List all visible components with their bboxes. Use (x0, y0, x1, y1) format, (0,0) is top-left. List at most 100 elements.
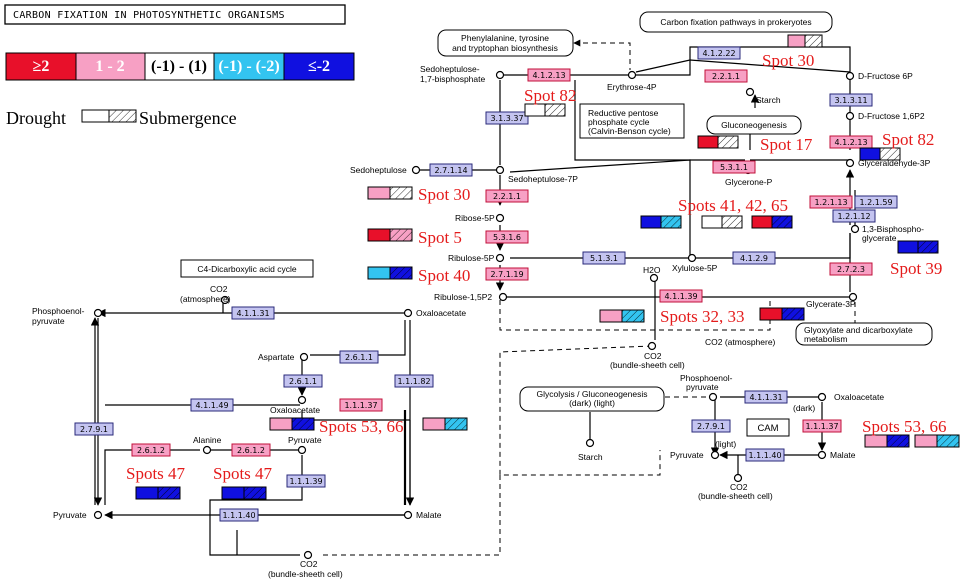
legend-submergence-label: Submergence (139, 108, 237, 128)
enzyme-4-1-2-9[interactable]: 4.1.2.9 (732, 251, 776, 265)
cpd-sedoheptulose-bp-2: 1,7-bisphosphate (420, 74, 485, 84)
enzyme-2-7-1-19[interactable]: 2.7.1.19 (485, 267, 529, 281)
cpd-bpg-2: glycerate (862, 233, 897, 243)
cpd-pyruvate-right: Pyruvate (670, 450, 704, 460)
prokaryotes-box[interactable] (639, 11, 833, 33)
submergence-hatch (771, 215, 793, 229)
enzyme-1-1-1-37-b[interactable]: 1.1.1.37 (802, 419, 842, 433)
enzyme-2-6-1-1-b[interactable]: 2.6.1.1 (283, 374, 323, 388)
spot-label-41-42-65: Spots 41, 42, 65 (678, 196, 788, 215)
drought-swatch (897, 240, 919, 254)
cpd-co2-bundle-bottom-1: CO2 (300, 559, 318, 569)
glyoxylate-box[interactable] (795, 322, 933, 346)
svg-text:2.7.2.3: 2.7.2.3 (837, 265, 865, 274)
cpd-malate-left: Malate (416, 510, 442, 520)
enzyme-5-1-3-1[interactable]: 5.1.3.1 (582, 251, 626, 265)
svg-text:2.7.1.19: 2.7.1.19 (490, 270, 523, 279)
svg-text:2.2.1.1: 2.2.1.1 (712, 72, 740, 81)
cpd-co2-atm-2: (atmosphere) (180, 294, 231, 304)
drought-swatch (367, 266, 391, 280)
enzyme-2-2-1-1-a[interactable]: 2.2.1.1 (704, 69, 748, 83)
submergence-hatch (917, 240, 939, 254)
cpd-dark: (dark) (793, 403, 815, 413)
drought-swatch (599, 309, 623, 323)
gluconeogenesis-box[interactable] (706, 115, 802, 135)
pathway-boxes: Phenylalanine, tyrosine and tryptophan b… (180, 11, 933, 437)
enzyme-1-2-1-59[interactable]: 1.2.1.59 (854, 195, 898, 209)
expression-pair-spots41-b (701, 215, 743, 229)
enzyme-1-1-1-82[interactable]: 1.1.1.82 (394, 374, 434, 388)
enzyme-4-1-1-39[interactable]: 4.1.1.39 (659, 289, 703, 303)
cpd-pyruvate-mid: Pyruvate (288, 435, 322, 445)
svg-text:4.1.2.9: 4.1.2.9 (740, 254, 768, 263)
submergence-hatch (879, 147, 901, 161)
enzyme-2-7-9-1-a[interactable]: 2.7.9.1 (74, 422, 114, 436)
enzyme-2-7-2-3[interactable]: 2.7.2.3 (829, 262, 873, 276)
enzyme-1-1-1-40-b[interactable]: 1.1.1.40 (745, 448, 785, 462)
svg-text:1.2.1.59: 1.2.1.59 (859, 198, 892, 207)
prokaryotes-label: Carbon fixation pathways in prokeryotes (660, 17, 811, 27)
enzyme-4-1-1-31-b[interactable]: 4.1.1.31 (744, 390, 788, 404)
drought-swatch (422, 417, 446, 431)
svg-text:2.7.1.14: 2.7.1.14 (434, 166, 467, 175)
expression-pair-spots5366-left-a (269, 417, 315, 431)
spot-label-53-66-right: Spots 53, 66 (862, 417, 947, 436)
enzyme-1-1-1-37-a[interactable]: 1.1.1.37 (339, 398, 383, 412)
enzyme-4-1-1-49[interactable]: 4.1.1.49 (190, 398, 234, 412)
enzyme-4-1-2-13-a[interactable]: 4.1.2.13 (527, 68, 571, 82)
expression-pairs (135, 34, 960, 500)
submergence-hatch (936, 434, 960, 448)
cpd-co2-bundle-bottom-2: (bundle-sheeth cell) (268, 569, 343, 579)
enzyme-1-1-1-40-a[interactable]: 1.1.1.40 (219, 508, 259, 522)
glycolysis-box[interactable] (519, 386, 665, 412)
enzyme-5-3-1-6[interactable]: 5.3.1.6 (485, 230, 529, 244)
glyoxylate-line1: Glyoxylate and dicarboxylate (804, 325, 913, 335)
enzyme-5-3-1-1[interactable]: 5.3.1.1 (712, 160, 756, 174)
cpd-ribulose15p2: Ribulose-1,5P2 (434, 292, 492, 302)
legend-drought-swatch (81, 109, 110, 123)
enzyme-1-2-1-12[interactable]: 1.2.1.12 (832, 209, 876, 223)
spot-label-53-66-left: Spots 53, 66 (319, 417, 404, 436)
enzyme-2-6-1-2-a[interactable]: 2.6.1.2 (131, 443, 171, 457)
enzyme-2-7-1-14[interactable]: 2.7.1.14 (429, 163, 473, 177)
submergence-hatch (243, 486, 267, 500)
enzyme-4-1-2-22[interactable]: 4.1.2.22 (697, 46, 741, 60)
cpd-co2-atm-1: CO2 (210, 284, 228, 294)
cpd-oxaloacetate-right: Oxaloacetate (834, 392, 884, 402)
expression-pair-spot40 (367, 266, 413, 280)
drought-swatch (914, 434, 938, 448)
glycolysis-line2: (dark) (light) (569, 398, 615, 408)
enzyme-2-6-1-1-a[interactable]: 2.6.1.1 (339, 350, 379, 364)
scale-label-4: (-1) - (-2) (218, 58, 279, 75)
svg-text:1.1.1.37: 1.1.1.37 (805, 422, 838, 431)
enzyme-2-6-1-2-b[interactable]: 2.6.1.2 (231, 443, 271, 457)
cpd-ribulose5p: Ribulose-5P (448, 253, 495, 263)
enzyme-3-1-3-11[interactable]: 3.1.3.11 (829, 93, 873, 107)
drought-swatch (759, 307, 783, 321)
drought-swatch (367, 228, 391, 242)
enzyme-2-7-9-1-b[interactable]: 2.7.9.1 (691, 419, 731, 433)
expression-pair-spots47-a (135, 486, 181, 500)
enzyme-4-1-2-13-b[interactable]: 4.1.2.13 (829, 135, 873, 149)
scale-swatch-4 (213, 52, 285, 81)
enzyme-3-1-3-37[interactable]: 3.1.3.37 (485, 111, 529, 125)
cpd-alanine: Alanine (193, 435, 222, 445)
enzyme-1-1-1-39[interactable]: 1.1.1.39 (286, 474, 326, 488)
cpd-pyruvate-left: Pyruvate (53, 510, 87, 520)
svg-text:4.1.1.39: 4.1.1.39 (664, 292, 697, 301)
legend-submergence-swatch (108, 109, 137, 123)
cpd-erythrose4p: Erythrose-4P (607, 82, 657, 92)
expression-pair-spot39 (897, 240, 939, 254)
compounds: Sedoheptulose- 1,7-bisphosphate Erythros… (32, 64, 931, 579)
cpd-pep-left-1: Phosphoenol- (32, 306, 85, 316)
submergence-hatch (781, 307, 805, 321)
expression-pair-spot82-right (859, 147, 901, 161)
scale-label-1: ≥2 (33, 58, 50, 75)
submergence-hatch (157, 486, 181, 500)
svg-text:1.2.1.12: 1.2.1.12 (837, 212, 870, 221)
enzyme-2-2-1-1-b[interactable]: 2.2.1.1 (485, 189, 529, 203)
enzyme-1-2-1-13[interactable]: 1.2.1.13 (809, 195, 853, 209)
expression-pair-spots47-b (221, 486, 267, 500)
cpd-oxaloacetate-top: Oxaloacetate (416, 308, 466, 318)
enzyme-4-1-1-31-a[interactable]: 4.1.1.31 (231, 306, 275, 320)
